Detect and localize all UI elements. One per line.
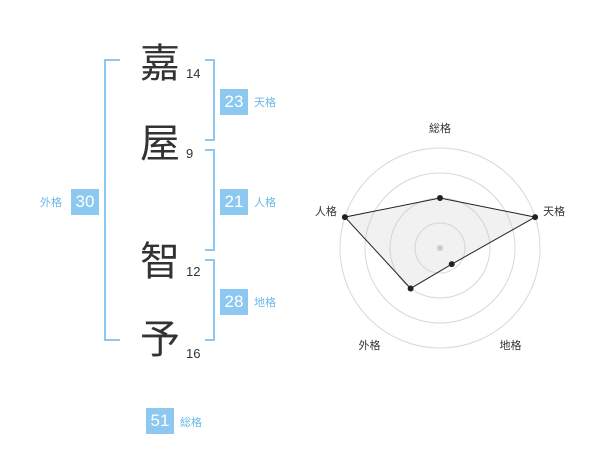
radar-point-1 bbox=[437, 195, 443, 201]
jinkaku-label: 人格 bbox=[254, 196, 276, 209]
tenkaku-label: 天格 bbox=[254, 96, 276, 109]
name-char-4: 予 bbox=[140, 317, 180, 363]
radar-axis-label-5: 人格 bbox=[315, 204, 337, 218]
stroke-count-4: 16 bbox=[186, 346, 201, 361]
radar-ring bbox=[339, 147, 541, 349]
stroke-count-3: 12 bbox=[186, 264, 201, 279]
bracket-lines bbox=[104, 59, 215, 341]
name-char-2: 屋 bbox=[140, 121, 180, 167]
bracket-tenkaku bbox=[205, 59, 215, 141]
soukaku-badge: 51 bbox=[146, 408, 174, 434]
name-char-1: 嘉 bbox=[140, 41, 180, 87]
name-char-3: 智 bbox=[140, 239, 180, 285]
radar-point-4 bbox=[407, 285, 414, 292]
radar-point-2 bbox=[532, 214, 539, 221]
radar-axis-label-2: 天格 bbox=[543, 204, 565, 218]
gaikaku-badge: 30 bbox=[71, 189, 99, 215]
tenkaku-badge: 23 bbox=[220, 89, 248, 115]
bracket-jinkaku bbox=[205, 149, 215, 251]
soukaku-label: 総格 bbox=[180, 416, 202, 429]
radar-center-dot bbox=[437, 245, 443, 251]
stroke-count-2: 9 bbox=[186, 146, 194, 161]
radar-point-5 bbox=[341, 214, 348, 221]
gaikaku-label: 外格 bbox=[40, 196, 62, 209]
bracket-chikaku bbox=[205, 259, 215, 341]
radar-ring bbox=[414, 222, 466, 274]
chikaku-label: 地格 bbox=[254, 296, 276, 309]
radar-data-polygon bbox=[343, 197, 537, 290]
radar-ring bbox=[364, 172, 516, 324]
bracket-gaikaku bbox=[104, 59, 120, 341]
radar-axis-label-3: 地格 bbox=[500, 338, 522, 352]
jinkaku-badge: 21 bbox=[220, 189, 248, 215]
chikaku-badge: 28 bbox=[220, 289, 248, 315]
radar-point-3 bbox=[448, 261, 455, 268]
stroke-count-1: 14 bbox=[186, 66, 201, 81]
radar-axis-label-4: 外格 bbox=[358, 338, 380, 352]
radar-axis-label-1: 総格 bbox=[429, 121, 451, 135]
